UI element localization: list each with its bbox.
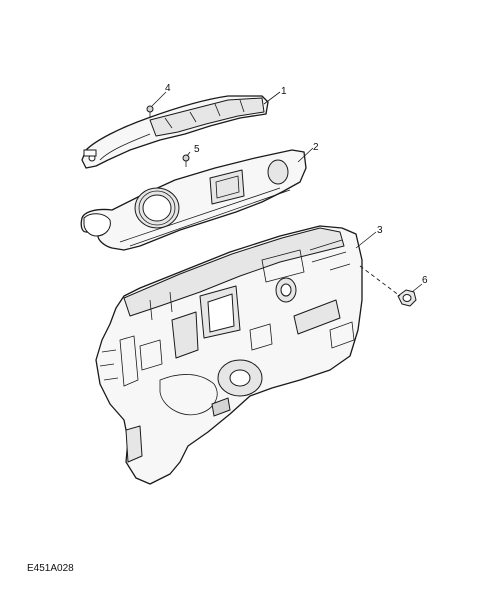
callout-2: 2 [313, 142, 319, 153]
assembly-dashed-line [359, 265, 401, 297]
part-6-nut [397, 289, 417, 307]
callout-6: 6 [422, 275, 428, 286]
part-2-insulator-panel [80, 149, 307, 251]
callout-3: 3 [377, 225, 383, 236]
part-3-dash-insulator [95, 225, 363, 485]
callout-4: 4 [165, 83, 171, 94]
part-1-upper-bracket [81, 95, 269, 169]
callout-5: 5 [194, 144, 200, 155]
callout-1: 1 [281, 86, 287, 97]
part-4-bolt [146, 105, 154, 118]
leader-lines [151, 91, 423, 293]
reference-code: E451A028 [27, 563, 74, 574]
part-5-fastener [182, 154, 190, 167]
